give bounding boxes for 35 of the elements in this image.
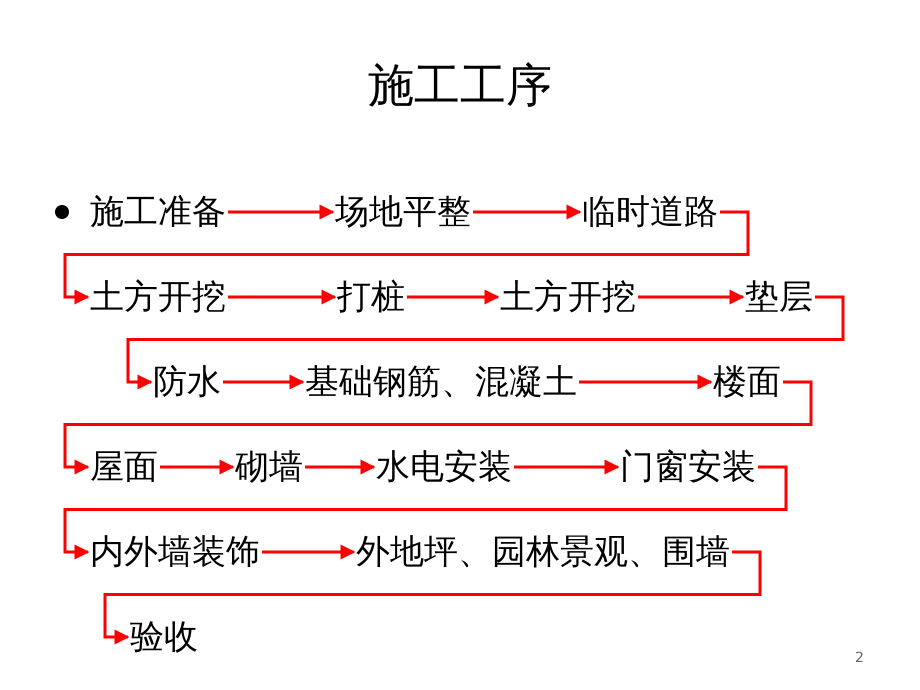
arrow bbox=[160, 460, 234, 474]
arrow bbox=[579, 374, 712, 390]
arrow bbox=[228, 290, 336, 304]
arrow bbox=[305, 460, 376, 474]
arrow bbox=[104, 550, 762, 644]
step-text: 打桩 bbox=[337, 275, 405, 319]
arrow bbox=[262, 544, 356, 560]
arrow bbox=[126, 296, 844, 390]
arrow bbox=[64, 380, 812, 474]
step-text: 场地平整 bbox=[335, 190, 471, 234]
step-text: 水电安装 bbox=[376, 445, 512, 489]
step-text: 砌墙 bbox=[235, 445, 303, 489]
arrow bbox=[64, 466, 788, 560]
step-text: 外地坪、园林景观、围墙 bbox=[356, 530, 730, 574]
step-text: 土方开挖 bbox=[90, 275, 226, 319]
step-text: 基础钢筋、混凝土 bbox=[305, 360, 577, 404]
arrow bbox=[228, 204, 334, 220]
step-text: 屋面 bbox=[90, 445, 158, 489]
step-text: 内外墙装饰 bbox=[90, 530, 260, 574]
step-text: 土方开挖 bbox=[500, 275, 636, 319]
page-number: 2 bbox=[855, 650, 864, 666]
step-text: 临时道路 bbox=[582, 190, 718, 234]
arrow bbox=[407, 290, 500, 304]
arrow bbox=[514, 460, 620, 474]
arrow bbox=[638, 290, 744, 304]
step-text: 门窗安装 bbox=[620, 445, 756, 489]
step-text: 施工准备 bbox=[90, 190, 226, 234]
arrow bbox=[64, 210, 750, 304]
step-text: 垫层 bbox=[745, 275, 813, 319]
arrow bbox=[223, 374, 304, 390]
step-text: 防水 bbox=[153, 360, 221, 404]
arrow bbox=[473, 204, 582, 220]
step-text: 楼面 bbox=[713, 360, 781, 404]
step-text: 验收 bbox=[130, 615, 198, 659]
slide-title: 施工工序 bbox=[367, 57, 553, 114]
